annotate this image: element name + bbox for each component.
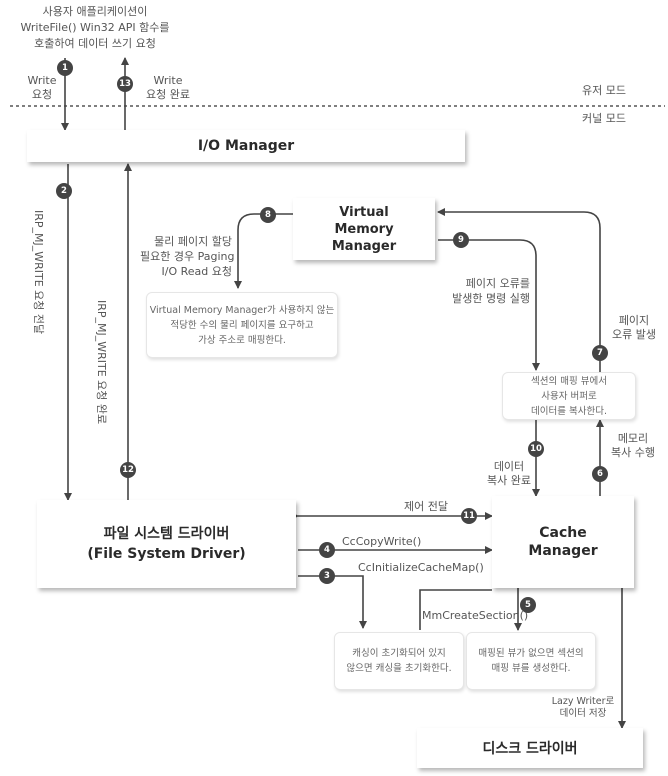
cache-init-note: 캐싱이 초기화되어 있지 않으면 캐싱을 초기화한다. <box>334 632 464 690</box>
step-7-badge: 7 <box>592 345 608 361</box>
step-3-badge: 3 <box>319 568 335 584</box>
step-5-badge: 5 <box>520 597 536 613</box>
step-10-badge: 10 <box>528 441 544 457</box>
section-note: 매핑된 뷰가 없으면 섹션의 매핑 뷰를 생성한다. <box>466 632 596 690</box>
control-transfer-label: 제어 전달 <box>404 500 448 513</box>
write-request-label: Write 요청 <box>27 74 57 101</box>
arrow-page-fault-cmd <box>438 239 540 371</box>
kernel-mode-label: 커널 모드 <box>582 112 626 125</box>
mem-copy-label: 메모리 복사 수행 <box>611 432 655 459</box>
step-8-badge: 8 <box>260 207 276 223</box>
step-2-badge: 2 <box>56 183 72 199</box>
io-manager-box: I/O Manager <box>27 130 465 162</box>
irp-send-label: IRP_MJ_WRITE 요청 전달 <box>32 210 45 335</box>
arrow-mm-create <box>419 589 492 630</box>
cache-manager-box: Cache Manager <box>492 496 634 588</box>
vmm-box: Virtual Memory Manager <box>293 198 435 260</box>
data-copy-done-label: 데이터 복사 완료 <box>487 460 531 487</box>
cc-init-label: CcInitializeCacheMap() <box>358 561 484 574</box>
user-mode-label: 유저 모드 <box>582 84 626 97</box>
irp-complete-label: IRP_MJ_WRITE 요청 완료 <box>95 300 108 425</box>
copy-note: 섹션의 매핑 뷰에서 사용자 버퍼로 데이터를 복사한다. <box>502 372 636 420</box>
file-system-driver-box: 파일 시스템 드라이버 (File System Driver) <box>37 500 296 588</box>
top-request-text: 사용자 애플리케이션이 WriteFile() Win32 API 함수를 호출… <box>20 5 170 50</box>
page-fault-label: 페이지 오류 발생 <box>612 314 656 341</box>
vmm-note: Virtual Memory Manager가 사용하지 않는 적당한 수의 물… <box>146 292 338 358</box>
write-done-label: Write 요청 완료 <box>146 74 190 101</box>
step-11-badge: 11 <box>461 508 477 524</box>
arrow-paging-read <box>234 213 293 289</box>
step-13-badge: 13 <box>117 76 133 92</box>
page-fault-cmd-label: 페이지 오류를 발생한 명령 실행 <box>452 277 530 305</box>
mm-create-label: MmCreateSection() <box>422 609 529 622</box>
step-9-badge: 9 <box>453 232 469 248</box>
step-6-badge: 6 <box>592 466 608 482</box>
arrow-cc-init <box>298 575 367 629</box>
cc-copy-write-label: CcCopyWrite() <box>342 535 422 548</box>
step-4-badge: 4 <box>319 542 335 558</box>
lazy-writer-label: Lazy Writer로 데이터 저장 <box>551 696 615 719</box>
arrow-page-fault <box>437 208 601 372</box>
paging-read-label: 물리 페이지 할당 필요한 경우 Paging I/O Read 요청 <box>140 235 235 278</box>
disk-driver-box: 디스크 드라이버 <box>417 728 643 768</box>
step-1-badge: 1 <box>57 60 73 76</box>
step-12-badge: 12 <box>120 462 136 478</box>
